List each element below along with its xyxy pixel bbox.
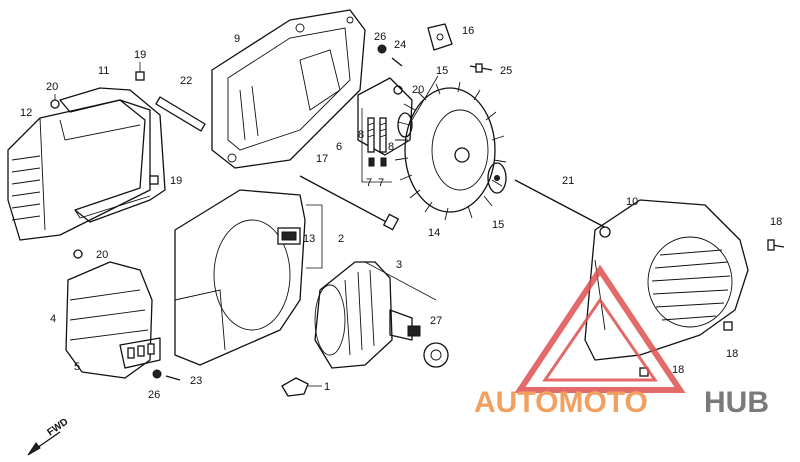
clip — [281, 377, 322, 397]
bolt-24 — [391, 57, 403, 67]
callout-20c: 20 — [96, 249, 108, 261]
callout-19b: 19 — [170, 175, 182, 187]
through-bolt-17 — [299, 175, 400, 231]
callout-3: 3 — [396, 259, 402, 271]
callout-18a: 18 — [770, 216, 782, 228]
callout-22: 22 — [180, 75, 192, 87]
callout-27: 27 — [430, 315, 442, 327]
fwd-label: FWD — [45, 416, 70, 438]
callout-26b: 26 — [148, 389, 160, 401]
callout-23: 23 — [190, 375, 202, 387]
watermark-logo — [514, 264, 686, 393]
bolt-20-bottom — [73, 249, 83, 259]
stator — [314, 261, 437, 369]
callout-6: 6 — [336, 141, 342, 153]
callout-21: 21 — [562, 175, 574, 187]
callout-15a: 15 — [436, 65, 448, 77]
bolt-18-right — [767, 239, 785, 251]
callout-17: 17 — [316, 153, 328, 165]
washer-26-top — [377, 44, 387, 54]
bolt-23 — [165, 375, 181, 381]
ignition-coil — [65, 261, 161, 379]
callout-18b: 18 — [726, 348, 738, 360]
bolt-20-right — [393, 85, 403, 95]
callout-20b: 20 — [412, 84, 424, 96]
callout-8b: 8 — [388, 141, 394, 153]
watermark-text-secondary: HUB — [704, 386, 769, 419]
callout-2: 2 — [338, 233, 344, 245]
generator-housing — [174, 189, 323, 366]
callout-7a: 7 — [366, 177, 372, 189]
bearing — [423, 342, 449, 368]
callout-7b: 7 — [378, 177, 384, 189]
fwd-arrow: FWD — [27, 416, 70, 456]
rectifier — [427, 23, 453, 51]
callout-20a: 20 — [46, 81, 58, 93]
through-bolt-21 — [514, 179, 611, 231]
callout-16: 16 — [462, 25, 474, 37]
bolt-20-left — [50, 94, 60, 109]
callout-10: 10 — [626, 196, 638, 208]
bolt-19-top — [135, 62, 145, 81]
callout-11: 11 — [98, 65, 109, 77]
bolt-19-mid — [149, 175, 159, 185]
callout-26a: 26 — [374, 31, 386, 43]
callout-labels: 1 2 3 4 5 6 7 7 8 8 9 10 11 12 13 14 15 … — [20, 25, 782, 401]
callout-12: 12 — [20, 107, 32, 119]
callout-9: 9 — [234, 33, 240, 45]
bolt-18-mid — [723, 321, 733, 331]
callout-15b: 15 — [492, 219, 504, 231]
washer-15-bottom — [487, 162, 507, 194]
callout-25: 25 — [500, 65, 512, 77]
brush-holder — [357, 77, 413, 183]
callout-1: 1 — [324, 381, 330, 393]
washer-26-bottom — [152, 369, 162, 379]
callout-14: 14 — [428, 227, 440, 239]
callout-24: 24 — [394, 39, 406, 51]
shroud-louvered — [7, 99, 151, 241]
callout-13: 13 — [303, 233, 315, 245]
washer-15-top — [397, 75, 439, 138]
bolt-25 — [469, 63, 493, 73]
cylinder-shroud — [59, 87, 166, 223]
crankcase-cover — [211, 9, 366, 169]
cooling-fan — [394, 81, 507, 221]
watermark-triangle — [514, 264, 686, 393]
callout-18c: 18 — [672, 364, 684, 376]
watermark-text-primary: AUTOMOTO — [474, 386, 648, 419]
callout-4: 4 — [50, 313, 56, 325]
callout-19a: 19 — [134, 49, 146, 61]
callout-8a: 8 — [358, 129, 364, 141]
callout-5: 5 — [74, 361, 80, 373]
shaft — [155, 96, 206, 132]
